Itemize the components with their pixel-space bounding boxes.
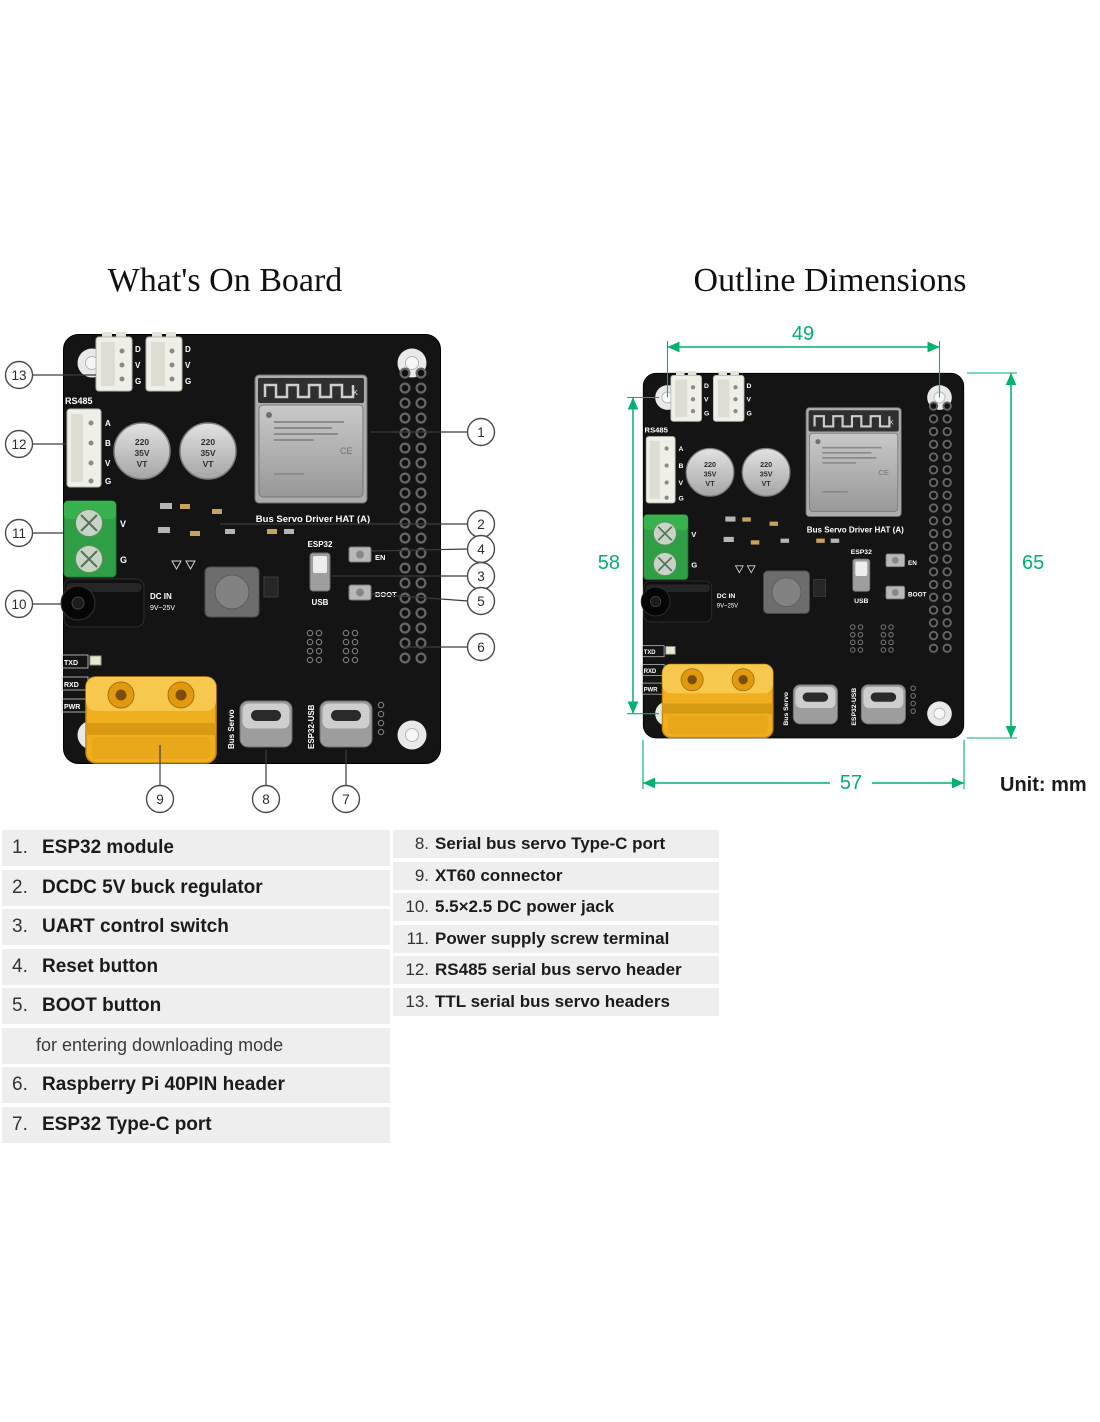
callout-4: 4	[466, 534, 496, 564]
svg-text:13: 13	[11, 368, 26, 383]
svg-text:12: 12	[11, 437, 26, 452]
legend-item-6: 6. Raspberry Pi 40PIN header	[2, 1067, 390, 1103]
board-whats-on-board	[61, 332, 441, 764]
dim-top-value: 49	[792, 323, 814, 345]
svg-text:8: 8	[262, 792, 270, 807]
legend-label: XT60 connector	[435, 865, 563, 885]
svg-text:5: 5	[477, 594, 485, 609]
dimension-labels: 49 58 65 57 Unit: mm	[598, 323, 1087, 796]
legend-label: Raspberry Pi 40PIN header	[42, 1074, 285, 1095]
svg-text:3: 3	[477, 569, 485, 584]
legend-num: 11.	[406, 928, 429, 948]
legend-num: 9.	[414, 865, 429, 885]
legend-label: DCDC 5V buck regulator	[42, 876, 263, 898]
board-outline-dimensions	[641, 371, 964, 738]
dim-right-value: 65	[1022, 552, 1044, 574]
legend-num: 5.	[12, 995, 28, 1016]
dim-bottom-value: 57	[840, 772, 862, 794]
legend-item-8: 8. Serial bus servo Type-C port	[393, 830, 719, 858]
svg-text:4: 4	[477, 542, 485, 557]
legend-label: TTL serial bus servo headers	[435, 991, 670, 1011]
dim-left-value: 58	[598, 552, 620, 574]
legend-num: 7.	[12, 1113, 28, 1135]
legend-item-11: 11. Power supply screw terminal	[393, 924, 719, 953]
dimension-bottom	[642, 740, 965, 789]
callout-8: 8	[251, 784, 281, 814]
legend-num: 3.	[12, 916, 28, 937]
svg-text:2: 2	[477, 517, 485, 532]
legend-num: 1.	[12, 837, 28, 858]
dimension-top	[666, 341, 941, 398]
unit-label: Unit: mm	[1000, 774, 1087, 796]
legend-num: 2.	[12, 876, 28, 898]
callout-10: 10	[4, 589, 34, 619]
callout-5: 5	[466, 586, 496, 616]
legend-item-5: 5. BOOT button	[2, 988, 390, 1024]
legend-item-10: 10. 5.5×2.5 DC power jack	[393, 893, 719, 921]
legend-label: ESP32 module	[42, 837, 174, 858]
legend-num: 10.	[405, 897, 429, 916]
svg-text:1: 1	[477, 425, 485, 440]
legend-item-13: 13. TTL serial bus servo headers	[393, 987, 719, 1016]
legend-num: 12.	[405, 960, 429, 979]
legend-num: 4.	[12, 955, 28, 977]
callout-6: 6	[466, 632, 496, 662]
legend-label: BOOT button	[42, 995, 162, 1016]
legend-label: 5.5×2.5 DC power jack	[435, 897, 615, 916]
right-section-title: Outline Dimensions	[693, 262, 967, 299]
svg-text:7: 7	[342, 792, 350, 807]
left-section-title: What's On Board	[107, 262, 343, 299]
callout-bubbles: 1 2 4 3 5 6 13 12 11 10 9 8 7	[4, 360, 496, 814]
dimension-right	[967, 372, 1017, 739]
legend-item-12: 12. RS485 serial bus servo header	[393, 956, 719, 984]
legend-label: UART control switch	[42, 916, 229, 937]
legend-label: Serial bus servo Type-C port	[435, 834, 666, 853]
callout-12: 12	[4, 429, 34, 459]
legend-num: 6.	[12, 1074, 28, 1095]
legend-note: for entering downloading mode	[36, 1035, 284, 1055]
legend-item-5-note: for entering downloading mode	[2, 1027, 390, 1064]
callout-3: 3	[466, 561, 496, 591]
dimension-left	[627, 396, 659, 715]
callouts	[32, 374, 469, 786]
callout-11: 11	[4, 518, 34, 548]
legend-item-1: 1. ESP32 module	[2, 830, 390, 866]
legend-item-2: 2. DCDC 5V buck regulator	[2, 869, 390, 906]
legend-num: 13.	[405, 991, 429, 1011]
legend-num: 8.	[414, 834, 429, 853]
callout-13: 13	[4, 360, 34, 390]
svg-text:6: 6	[477, 640, 485, 655]
svg-text:11: 11	[12, 526, 26, 541]
legend-item-7: 7. ESP32 Type-C port	[2, 1106, 390, 1143]
callout-2: 2	[466, 509, 496, 539]
legend-item-3: 3. UART control switch	[2, 909, 390, 945]
legend-item-9: 9. XT60 connector	[393, 861, 719, 890]
callout-7: 7	[331, 784, 361, 814]
svg-text:9: 9	[156, 792, 164, 807]
callout-1: 1	[466, 417, 496, 447]
legend-label: ESP32 Type-C port	[42, 1113, 212, 1135]
legend-label: RS485 serial bus servo header	[435, 960, 682, 979]
legend-label: Power supply screw terminal	[435, 928, 670, 948]
dimension-annotations	[627, 341, 1017, 789]
svg-text:10: 10	[11, 597, 26, 612]
legend-item-4: 4. Reset button	[2, 948, 390, 985]
legend-label: Reset button	[42, 955, 159, 977]
callout-9: 9	[145, 784, 175, 814]
